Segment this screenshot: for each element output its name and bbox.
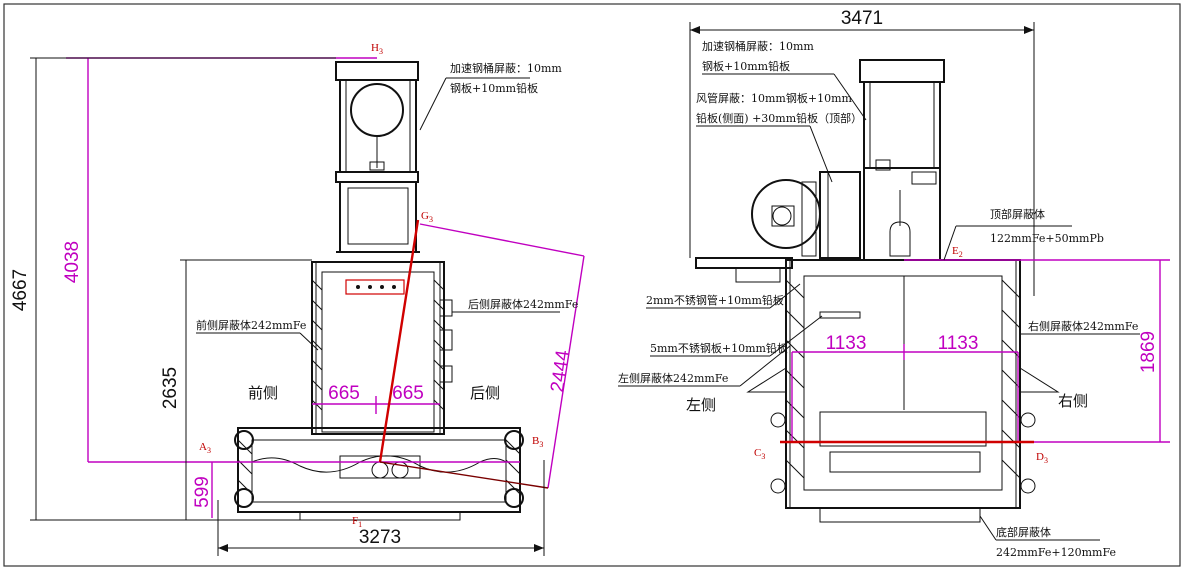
left-ray-g-f [378, 219, 420, 463]
front-shield-label: 前侧屏蔽体242mmFe [196, 318, 306, 332]
right-duct [695, 171, 861, 283]
dim-right-width: 3471 [841, 8, 883, 29]
steel-plate-label: 5mm不锈钢板+10mm铅板 [650, 341, 788, 355]
duct-shield-label-1: 风管屏蔽：10mm钢板+10mm [696, 91, 853, 105]
bottom-shield-label-1: 底部屏蔽体 [996, 525, 1051, 539]
point-g3: G3 [421, 210, 433, 224]
point-d3: D3 [1036, 451, 1048, 465]
rear-side-label: 后侧 [470, 384, 500, 402]
steel-pipe-label: 2mm不锈钢管+10mm铅板 [646, 293, 784, 307]
left-accel-shield-label-2: 钢板+10mm铅板 [450, 81, 538, 95]
dim-right-height: 1869 [1138, 331, 1159, 373]
left-ray-f-b [379, 461, 549, 489]
left-conveyor-base [234, 427, 524, 521]
right-accel-shield-label-2: 钢板+10mm铅板 [702, 59, 790, 73]
dim-base-height: 599 [192, 476, 213, 508]
right-shield-body [746, 259, 1060, 523]
right-side-label: 右侧 [1058, 392, 1088, 410]
dim-inner-height: 4038 [62, 241, 83, 283]
right-view: 3471 [618, 8, 1170, 559]
dim-left-width: 3273 [359, 527, 401, 548]
dim-total-height: 4667 [10, 269, 31, 311]
rear-shield-label: 后侧屏蔽体242mmFe [468, 297, 578, 311]
point-e2: E2 [952, 245, 963, 259]
left-black-dimensions [30, 57, 545, 556]
left-shield-body [311, 261, 453, 435]
right-accel-shield-label-1: 加速钢桶屏蔽：10mm [702, 39, 814, 53]
frame-border [3, 3, 1181, 567]
left-accel-shield-label-1: 加速钢桶屏蔽：10mm [450, 61, 562, 75]
point-c3: C3 [754, 447, 765, 461]
bottom-shield-label-2: 242mmFe+120mmFe [996, 546, 1116, 559]
left-side-label: 左侧 [686, 396, 716, 414]
dim-left-half-b: 665 [392, 383, 424, 404]
dim-diagonal: 2444 [547, 348, 574, 393]
duct-shield-label-2: 铅板(侧面) +30mm铅板（顶部） [696, 111, 862, 125]
point-b3: B3 [532, 435, 543, 449]
right-top-dimension [689, 22, 1035, 296]
left-shield-label: 左侧屏蔽体242mmFe [618, 371, 728, 385]
dim-right-half-a: 1133 [826, 333, 867, 354]
left-view: 4667 4038 2635 599 3273 2444 665 665 H3 … [10, 42, 585, 556]
point-f1: F1 [352, 515, 362, 529]
dim-right-half-b: 1133 [938, 333, 979, 354]
right-magenta-dimensions [791, 259, 1170, 443]
dim-left-half-a: 665 [328, 383, 360, 404]
point-a3: A3 [199, 441, 211, 455]
point-h3: H3 [371, 42, 383, 56]
dim-body-height: 2635 [160, 367, 181, 409]
right-shield-label: 右侧屏蔽体242mmFe [1028, 319, 1138, 333]
left-accelerator-tower [335, 61, 420, 253]
top-shield-label-2: 122mmFe+50mmPb [990, 232, 1104, 245]
front-side-label: 前侧 [248, 384, 278, 402]
right-accelerator-tower [859, 59, 945, 261]
top-shield-label-1: 顶部屏蔽体 [990, 207, 1045, 221]
